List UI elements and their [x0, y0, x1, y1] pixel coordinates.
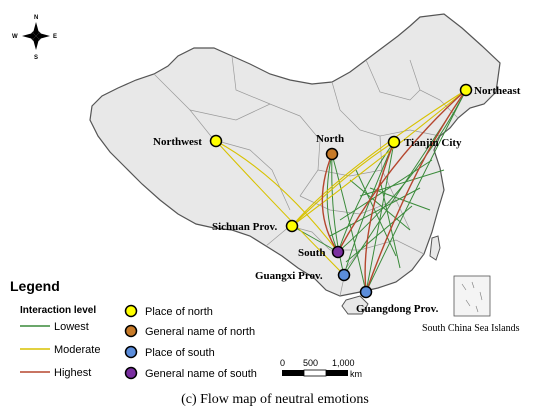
label-sichuan: Sichuan Prov.	[212, 221, 277, 233]
scale-tick-1000: 1,000	[332, 358, 355, 368]
flow-lines-moderate	[215, 89, 467, 276]
compass-s: S	[34, 55, 38, 61]
scale-tick-500: 500	[303, 358, 318, 368]
legend: Legend Interaction level Lowest Moderate…	[10, 278, 257, 380]
scale-unit: km	[350, 369, 362, 379]
node-north	[325, 147, 339, 161]
china-landmass	[89, 13, 501, 297]
scale-bar: 0 500 1,000 km	[280, 358, 362, 379]
compass-n: N	[34, 15, 38, 21]
node-guangdong	[359, 285, 373, 299]
taiwan-island	[429, 235, 441, 261]
legend-symbol-north-general	[124, 324, 138, 338]
label-guangxi: Guangxi Prov.	[255, 270, 323, 282]
figure-caption: (c) Flow map of neutral emotions	[181, 392, 369, 407]
label-northwest: Northwest	[153, 136, 202, 148]
legend-symbol-south-place	[124, 345, 138, 359]
legend-label-lowest: Lowest	[54, 321, 89, 333]
label-north: North	[316, 133, 344, 145]
legend-label-north-general: General name of north	[145, 326, 255, 338]
node-northeast	[459, 83, 473, 97]
compass-w: W	[12, 34, 18, 40]
legend-symbol-north-place	[124, 304, 138, 318]
label-tianjin: Tianjin City	[404, 137, 462, 149]
node-tianjin	[387, 135, 401, 149]
label-guangdong: Guangdong Prov.	[356, 303, 439, 315]
legend-title: Legend	[10, 278, 60, 294]
legend-symbol-south-general	[124, 366, 138, 380]
province-borders	[153, 55, 459, 297]
node-guangxi	[337, 268, 351, 282]
hainan-island	[341, 295, 369, 315]
legend-label-south-general: General name of south	[145, 368, 257, 380]
inset-islands	[461, 281, 483, 313]
legend-label-south-place: Place of south	[145, 347, 215, 359]
node-northwest	[209, 134, 223, 148]
city-nodes	[209, 83, 473, 299]
compass-e: E	[53, 34, 57, 40]
flow-lines-highest	[321, 89, 467, 293]
legend-label-highest: Highest	[54, 367, 91, 379]
node-south	[331, 245, 345, 259]
scale-tick-0: 0	[280, 358, 285, 368]
label-south: South	[298, 247, 326, 259]
legend-label-moderate: Moderate	[54, 344, 100, 356]
legend-label-north-place: Place of north	[145, 306, 213, 318]
compass-rose: N S E W	[12, 15, 57, 61]
legend-interaction-title: Interaction level	[20, 305, 96, 316]
label-northeast: Northeast	[474, 85, 521, 97]
inset-label: South China Sea Islands	[422, 323, 520, 334]
node-sichuan	[285, 219, 299, 233]
